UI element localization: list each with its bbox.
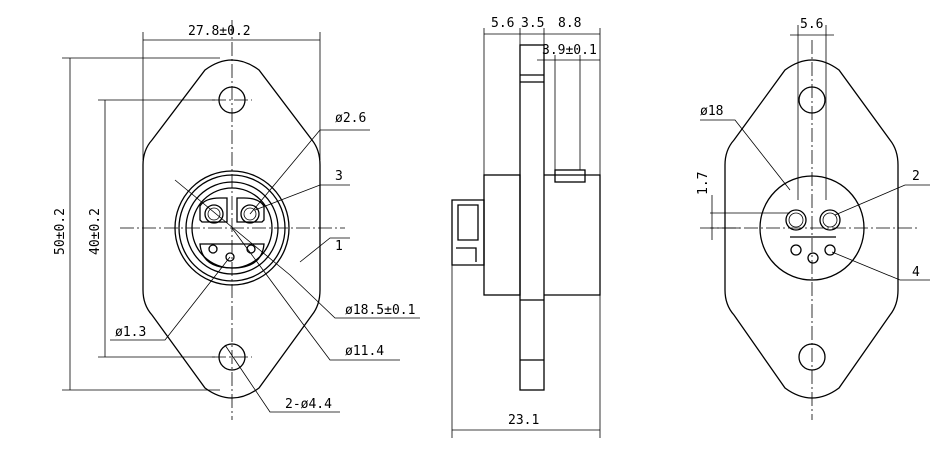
pin-dia: ø2.6 (335, 111, 366, 126)
rear-dia: ø18 (700, 104, 723, 119)
callout-4: 4 (912, 265, 920, 280)
rear-top-dim: 5.6 (800, 17, 823, 32)
rear-view: 5.6 ø18 1.7 2 4 (696, 17, 930, 420)
hole-spacing-dim: 40±0.2 (88, 208, 103, 255)
side-view: 5.6 3.5 8.8 3.9±0.1 23.1 (451, 16, 601, 438)
callout-3: 3 (335, 169, 343, 184)
callout-2: 2 (912, 169, 920, 184)
side-dim-c: 8.8 (558, 16, 581, 31)
side-dim-d: 3.9±0.1 (542, 43, 597, 58)
small-pin-dia: ø1.3 (115, 325, 146, 340)
length-dim: 23.1 (508, 413, 539, 428)
callout-1: 1 (335, 239, 343, 254)
offset-dim: 1.7 (696, 172, 711, 195)
side-dim-b: 3.5 (521, 16, 544, 31)
outer-dia: ø18.5±0.1 (345, 303, 415, 318)
width-dim: 27.8±0.2 (188, 24, 251, 39)
flange-outline (142, 59, 321, 399)
mount-holes-dim: 2-ø4.4 (285, 397, 332, 412)
height-dim: 50±0.2 (53, 208, 68, 255)
front-view: 27.8±0.2 50±0.2 40±0.2 ø2.6 3 1 ø1.3 ø18… (53, 20, 420, 420)
inner-dia: ø11.4 (345, 344, 384, 359)
side-dim-a: 5.6 (491, 16, 514, 31)
